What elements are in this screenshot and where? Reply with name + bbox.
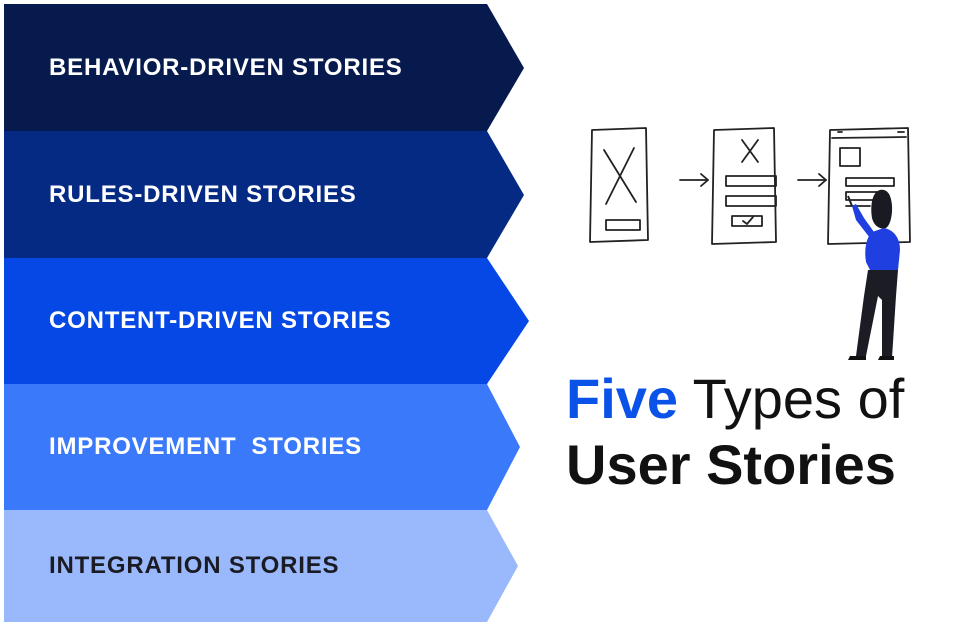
wireframe-illustration — [589, 127, 911, 360]
chevron-rules-driven: RULES-DRIVEN STORIES — [4, 131, 524, 258]
title-rest: Types of — [678, 367, 905, 430]
wireframe-sketch-1 — [589, 127, 649, 243]
chevron-behavior-driven: BEHAVIOR-DRIVEN STORIES — [4, 4, 524, 131]
arrow-right-icon — [679, 173, 709, 187]
chevron-label: INTEGRATION STORIES — [49, 552, 340, 579]
title-accent: Five — [566, 367, 679, 430]
chevron-label: RULES-DRIVEN STORIES — [49, 180, 357, 208]
wireframe-sketch-2 — [711, 127, 777, 245]
chevron-label: CONTENT-DRIVEN STORIES — [49, 307, 392, 334]
infographic-title: Five Types of User Stories — [566, 366, 966, 498]
title-line2: User Stories — [566, 433, 896, 496]
arrow-right-icon — [797, 173, 827, 187]
woman-figure — [847, 189, 900, 360]
chevron-label: BEHAVIOR-DRIVEN STORIES — [49, 53, 403, 81]
chevron-improvement: IMPROVEMENT STORIES — [4, 384, 520, 510]
chevron-content-driven: CONTENT-DRIVEN STORIES — [4, 258, 529, 384]
chevron-label: IMPROVEMENT STORIES — [49, 433, 362, 460]
wireframe-sketch-3 — [827, 127, 911, 245]
chevron-integration: INTEGRATION STORIES — [4, 510, 518, 622]
